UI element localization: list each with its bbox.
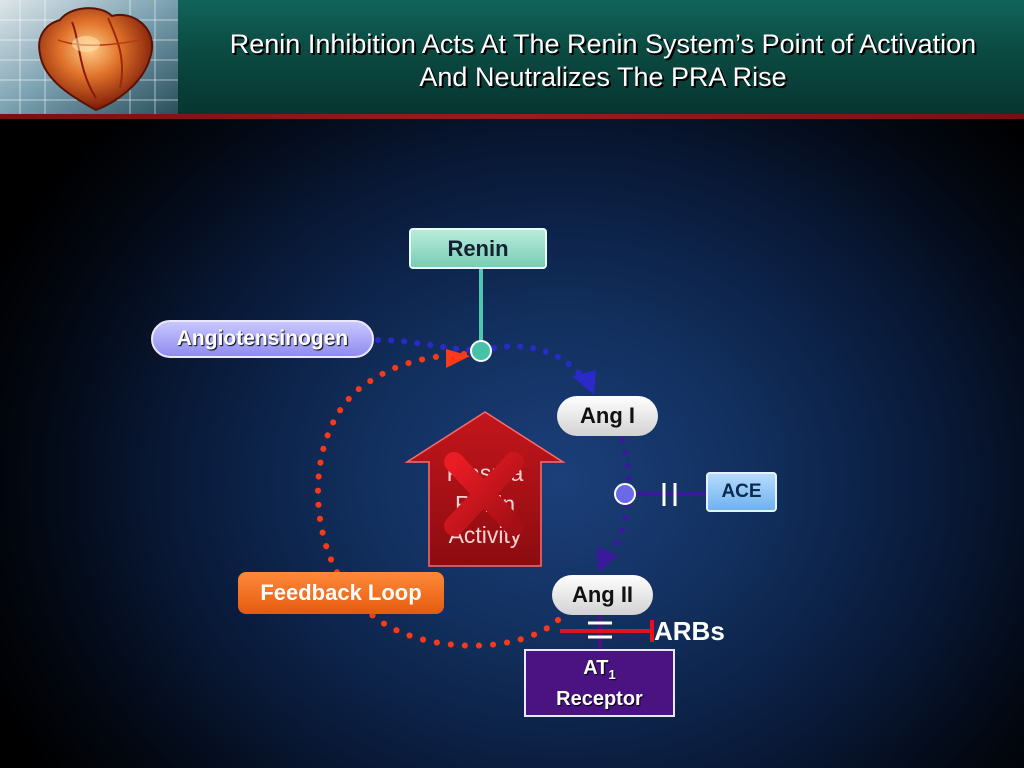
ang2-flow: [609, 437, 632, 555]
at1-receptor-box: AT1 Receptor: [524, 649, 675, 717]
ace-box: ACE: [706, 472, 777, 512]
at1-label: AT1: [583, 656, 615, 687]
title-bar: Renin Inhibition Acts At The Renin Syste…: [0, 0, 1024, 114]
feedback-loop-path: [315, 351, 561, 649]
ang-1-pill: Ang I: [557, 396, 658, 436]
renin-action-site: [470, 340, 492, 362]
receptor-label: Receptor: [556, 687, 643, 710]
title-line-1: Renin Inhibition Acts At The Renin Syste…: [229, 29, 977, 59]
at1-subscript: 1: [608, 666, 616, 682]
feedback-loop-label: Feedback Loop: [238, 572, 444, 614]
heart-image-icon: [0, 0, 178, 114]
angiotensinogen-pill: Angiotensinogen: [151, 320, 374, 358]
feedback-arrow: [446, 349, 470, 368]
arbs-label: ARBs: [654, 615, 725, 646]
ang2-arrow: [596, 546, 618, 572]
header-divider: [0, 114, 1024, 119]
renin-box: Renin: [409, 228, 547, 269]
x-mark-icon: [444, 452, 524, 536]
title-line-2: And Neutralizes The PRA Rise: [419, 62, 787, 92]
slide-title: Renin Inhibition Acts At The Renin Syste…: [190, 28, 1016, 94]
ang1-arrow: [572, 370, 596, 395]
ace-action-site: [614, 483, 636, 505]
ang1-flow: [491, 343, 589, 385]
at1-prefix: AT: [583, 656, 609, 679]
ang-2-pill: Ang II: [552, 575, 653, 615]
